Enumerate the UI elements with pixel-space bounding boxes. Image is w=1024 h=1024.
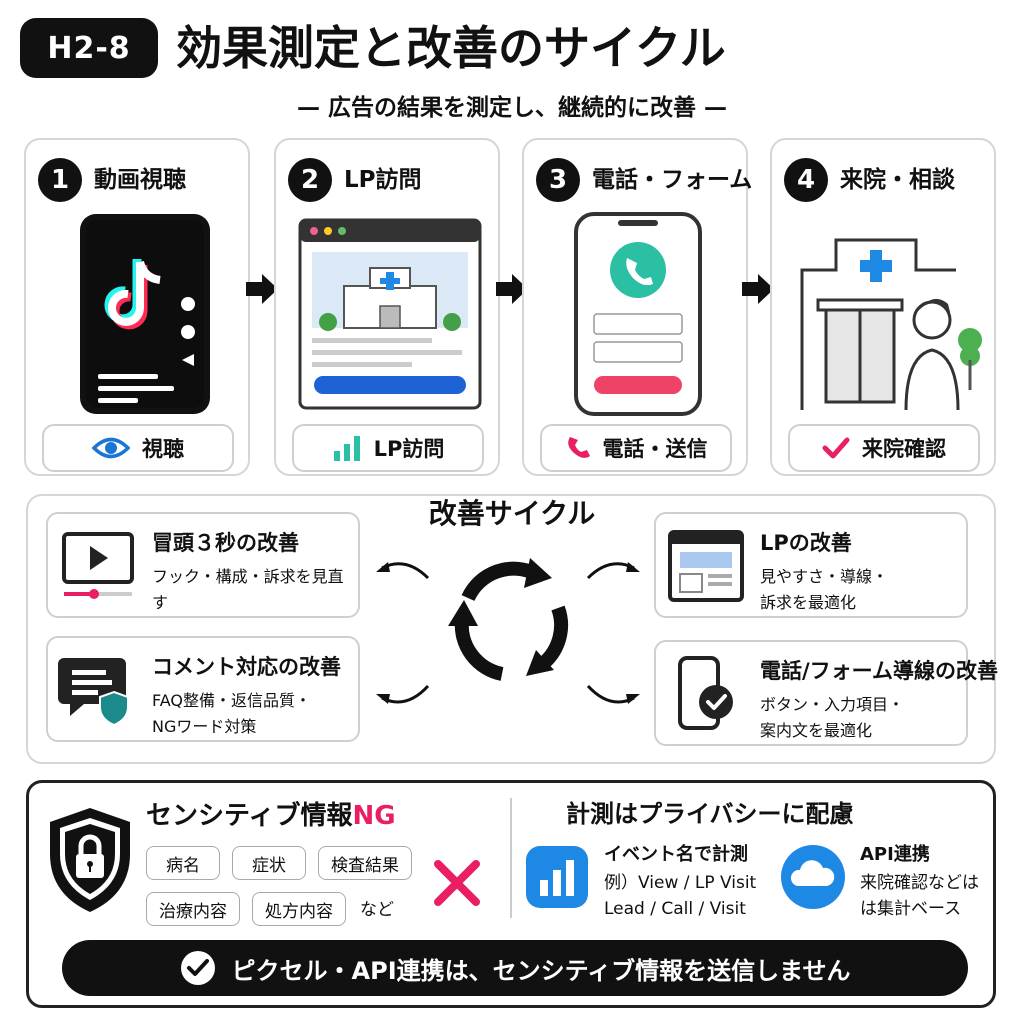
improvement-title: 電話/フォーム導線の改善 xyxy=(760,659,999,683)
step-number: 3 xyxy=(536,158,580,202)
smartphone-check-icon xyxy=(678,656,733,730)
event-desc: 例）View / LP Visit Lead / Call / Visit xyxy=(604,873,757,919)
sensitive-tag: 治療内容 xyxy=(146,892,240,926)
step-pill: 来院確認 xyxy=(788,424,980,472)
arrow-right-icon xyxy=(246,274,278,304)
refresh-cycle-icon xyxy=(448,558,569,681)
step-card-lp-visit: 2 LP訪問 LP訪問 xyxy=(274,138,500,476)
improvement-title: LPの改善 xyxy=(760,531,852,555)
sensitive-etc: など xyxy=(360,900,394,920)
improvement-desc: 見やすさ・導線・ 訴求を最適化 xyxy=(760,567,889,612)
step-pill-label: LP訪問 xyxy=(373,437,445,461)
comment-shield-icon xyxy=(58,658,129,727)
curved-arrow-left-icon xyxy=(376,684,430,704)
step-title: LP訪問 xyxy=(344,167,422,193)
divider xyxy=(510,798,512,918)
step-pill: LP訪問 xyxy=(292,424,484,472)
step-card-video-view: 1 動画視聴 視聴 xyxy=(24,138,250,476)
improvement-card-comments: コメント対応の改善 FAQ整備・返信品質・ NGワード対策 xyxy=(46,636,360,742)
improvement-title: コメント対応の改善 xyxy=(152,655,341,679)
step-pill-label: 電話・送信 xyxy=(602,437,708,461)
curved-arrow-right-icon xyxy=(586,684,640,704)
bar-chart-icon xyxy=(333,436,360,461)
browser-window-icon xyxy=(668,530,744,602)
curved-arrow-left-icon xyxy=(376,562,430,580)
step-title: 動画視聴 xyxy=(94,167,186,193)
cycle-panel xyxy=(26,494,996,764)
sensitive-title-ng: NG xyxy=(352,801,396,831)
step-number: 4 xyxy=(784,158,828,202)
shield-lock-icon xyxy=(50,808,130,912)
improvement-card-opening: 冒頭３秒の改善 フック・構成・訴求を見直す xyxy=(46,512,360,618)
improvement-desc: FAQ整備・返信品質・ NGワード対策 xyxy=(152,691,311,736)
sensitive-tag: 病名 xyxy=(146,846,220,880)
api-title: API連携 xyxy=(860,844,930,865)
api-desc: 来院確認などは は集計ベース xyxy=(860,873,979,919)
step-card-clinic-visit: 4 来院・相談 来院確認 xyxy=(770,138,996,476)
arrow-right-icon xyxy=(496,274,528,304)
sensitive-title: センシティブ情報NG xyxy=(146,796,396,836)
step-pill: 視聴 xyxy=(42,424,234,472)
privacy-banner: ピクセル・API連携は、センシティブ情報を送信しません xyxy=(62,940,968,996)
page-subtitle: — 広告の結果を測定し、継続的に改善 — xyxy=(296,95,727,121)
cross-icon xyxy=(434,860,480,906)
step-title: 来院・相談 xyxy=(840,167,955,193)
cycle-title: 改善サイクル xyxy=(428,497,596,530)
section-badge: H2-8 xyxy=(20,18,158,78)
improvement-desc: フック・構成・訴求を見直す xyxy=(152,567,344,612)
sensitive-tag: 症状 xyxy=(232,846,306,880)
smartphone-video-icon xyxy=(80,214,210,414)
landing-page-icon xyxy=(298,218,482,410)
step-number: 1 xyxy=(38,158,82,202)
privacy-banner-text: ピクセル・API連携は、センシティブ情報を送信しません xyxy=(231,956,851,985)
clinic-visitor-icon xyxy=(800,238,982,411)
video-player-icon xyxy=(62,532,134,599)
phone-icon xyxy=(567,437,590,458)
step-card-phone-form: 3 電話・フォーム 電話・送信 xyxy=(522,138,752,476)
sensitive-tag: 処方内容 xyxy=(252,892,346,926)
improvement-desc: ボタン・入力項目・ 案内文を最適化 xyxy=(760,695,905,740)
sensitive-title-main: センシティブ情報 xyxy=(146,801,353,831)
improvement-title: 冒頭３秒の改善 xyxy=(152,531,299,555)
arrow-right-icon xyxy=(742,274,774,304)
check-circle-icon xyxy=(180,951,215,985)
smartphone-form-icon xyxy=(574,212,702,416)
improvement-card-phone-form: 電話/フォーム導線の改善 ボタン・入力項目・ 案内文を最適化 xyxy=(654,640,998,746)
privacy-title: 計測はプライバシーに配慮 xyxy=(566,800,854,828)
cloud-icon xyxy=(781,845,845,909)
step-pill-label: 来院確認 xyxy=(862,437,946,461)
step-title: 電話・フォーム xyxy=(592,167,753,193)
privacy-panel xyxy=(26,780,996,1008)
check-icon xyxy=(822,437,850,459)
page-title: 効果測定と改善のサイクル xyxy=(176,21,726,75)
curved-arrow-right-icon xyxy=(586,562,640,580)
step-number: 2 xyxy=(288,158,332,202)
step-pill-label: 視聴 xyxy=(142,437,184,461)
eye-icon xyxy=(92,437,130,459)
analytics-chart-icon xyxy=(526,846,588,908)
step-pill: 電話・送信 xyxy=(540,424,732,472)
event-title: イベント名で計測 xyxy=(604,844,748,865)
improvement-card-lp: LPの改善 見やすさ・導線・ 訴求を最適化 xyxy=(654,512,968,618)
sensitive-tag: 検査結果 xyxy=(318,846,412,880)
